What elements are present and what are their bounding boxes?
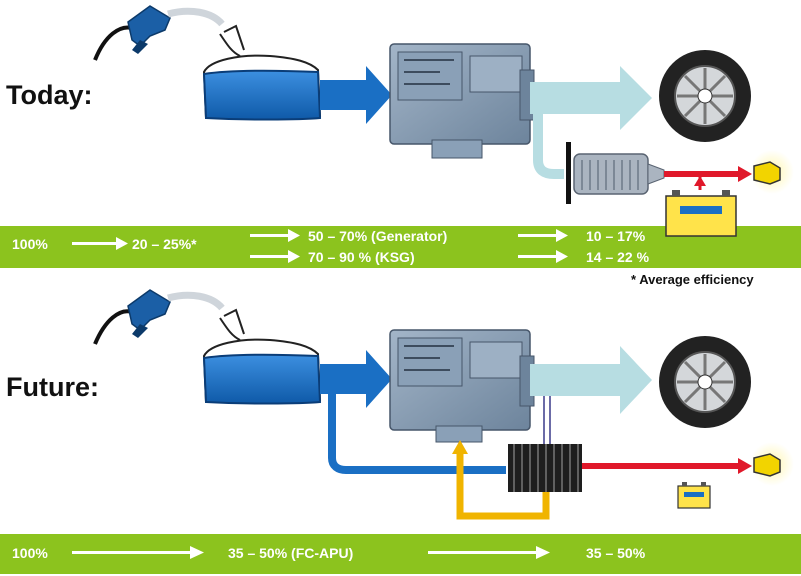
future-eff-out: 35 – 50% — [586, 545, 646, 561]
future-mechanical-arrow — [530, 346, 652, 414]
fuel-nozzle-icon — [93, 289, 225, 345]
band-arrows — [72, 229, 568, 559]
engine-icon — [389, 329, 535, 443]
today-generator-branch — [533, 114, 564, 179]
today-label: Today: — [6, 80, 93, 110]
future-eff-apu: 35 – 50% (FC-APU) — [228, 545, 354, 561]
today-fuel-arrow — [320, 66, 392, 124]
future-fuel-arrow — [320, 350, 392, 408]
fuel-tank-icon — [202, 308, 322, 405]
battery-icon — [677, 482, 711, 509]
today-eff-out-generator: 10 – 17% — [586, 228, 646, 244]
future-eff-fuel: 100% — [12, 545, 48, 561]
today-mechanical-arrow — [530, 66, 652, 130]
fuel-cell-apu-icon — [508, 444, 582, 492]
today-eff-fuel: 100% — [12, 236, 48, 252]
battery-icon — [665, 190, 737, 237]
generator-icon — [566, 142, 665, 204]
fuel-nozzle-icon — [93, 5, 225, 61]
today-eff-out-ksg: 14 – 22 % — [586, 249, 650, 265]
wheel-icon — [659, 336, 751, 428]
average-efficiency-note: * Average efficiency — [631, 272, 754, 287]
headlight-bulb-icon — [750, 442, 794, 486]
wheel-icon — [659, 50, 751, 142]
future-fuel-line — [328, 394, 506, 474]
headlight-bulb-icon — [750, 150, 794, 194]
engine-icon — [389, 43, 535, 159]
today-eff-engine: 20 – 25%* — [132, 236, 197, 252]
today-eff-generator: 50 – 70% (Generator) — [308, 228, 448, 244]
future-label: Future: — [6, 372, 99, 402]
future-heat-line — [456, 452, 550, 520]
today-eff-ksg: 70 – 90 % (KSG) — [308, 249, 415, 265]
fuel-tank-icon — [202, 24, 322, 121]
future-signal-wires — [543, 396, 551, 444]
